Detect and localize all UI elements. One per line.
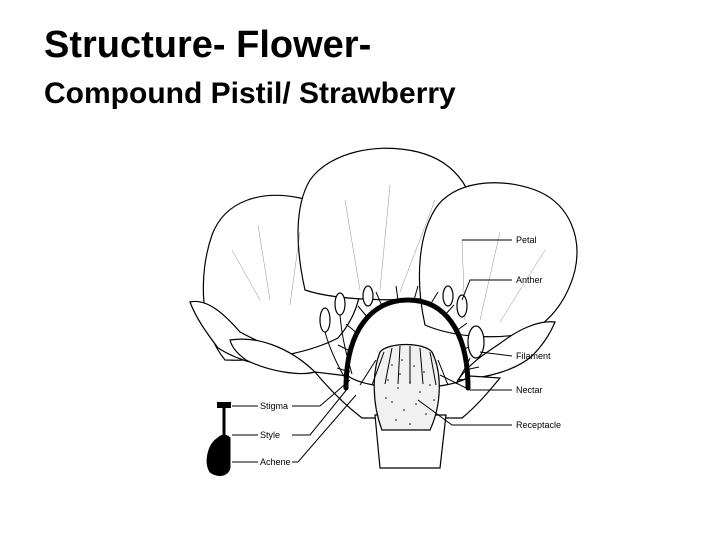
- label-achene: Achene: [260, 457, 291, 467]
- anther-4: [442, 285, 454, 307]
- label-stigma: Stigma: [260, 401, 288, 411]
- sepal-left-lower: [229, 338, 317, 375]
- anther-6: [467, 325, 485, 359]
- label-petal: Petal: [516, 235, 537, 245]
- label-filament: Filament: [516, 351, 551, 361]
- slide-subtitle: Compound Pistil/ Strawberry: [44, 77, 456, 110]
- receptacle: [373, 343, 440, 431]
- achene: [206, 434, 231, 476]
- label-anther: Anther: [516, 275, 543, 285]
- anther-2: [334, 292, 346, 316]
- sepals: [189, 300, 556, 381]
- stamens: [319, 285, 485, 385]
- anther-5: [456, 294, 468, 318]
- slide-title: Structure- Flower-: [44, 24, 372, 66]
- achene-stigma: [217, 402, 231, 408]
- label-style: Style: [260, 430, 280, 440]
- label-nectar: Nectar: [516, 385, 543, 395]
- achene-detail: [206, 402, 231, 476]
- leader-lines: [232, 239, 513, 463]
- anther-1: [319, 307, 331, 333]
- label-receptacle: Receptacle: [516, 420, 561, 430]
- petals: [202, 147, 578, 361]
- anther-3: [362, 285, 374, 307]
